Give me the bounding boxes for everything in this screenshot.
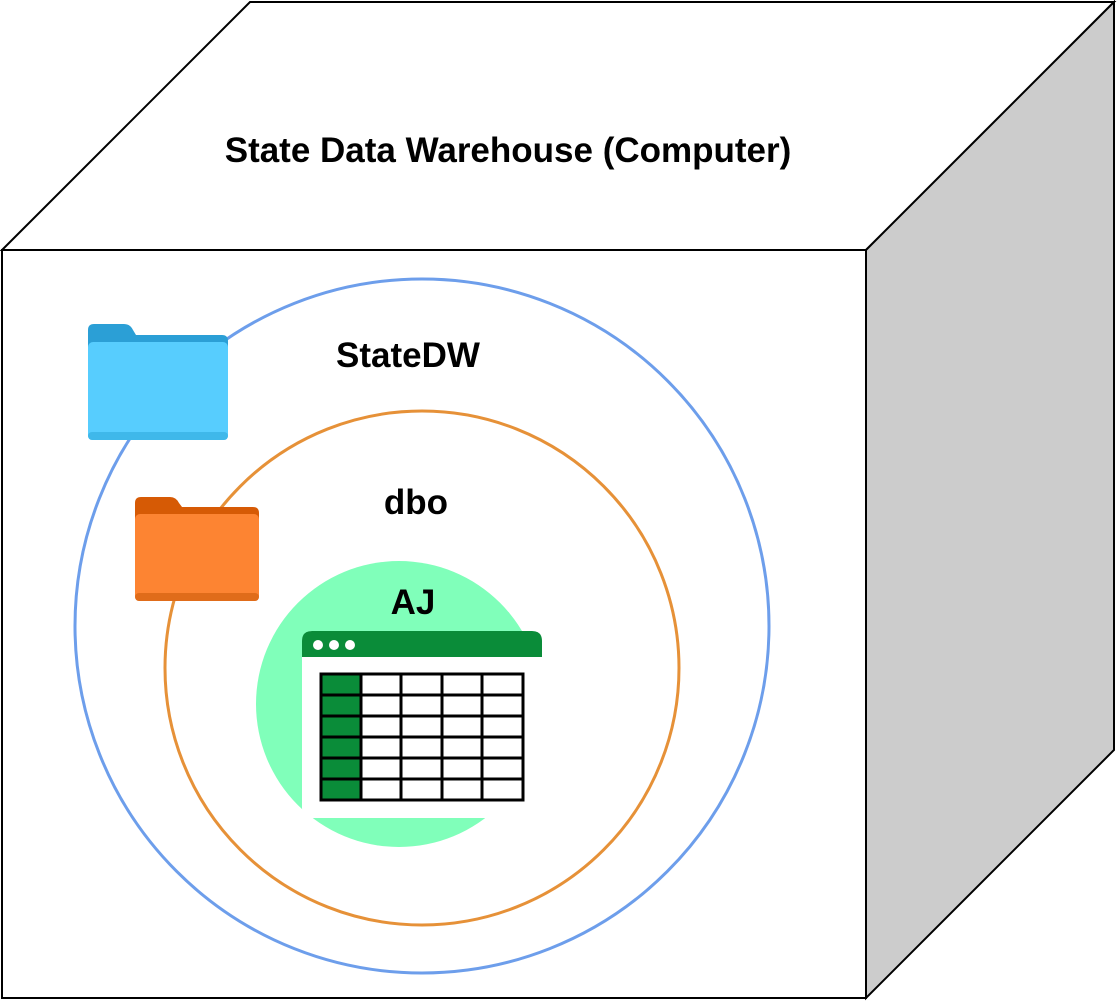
schema-label: dbo: [384, 483, 448, 522]
database-ring: [73, 277, 771, 975]
schema-ring: [163, 409, 681, 927]
schema-folder-icon: [135, 497, 259, 601]
spreadsheet-icon: [302, 631, 542, 818]
table-label: AJ: [391, 583, 436, 622]
warehouse-title: State Data Warehouse (Computer): [225, 131, 792, 170]
database-label: StateDW: [336, 336, 480, 375]
database-folder-icon: [88, 324, 228, 440]
